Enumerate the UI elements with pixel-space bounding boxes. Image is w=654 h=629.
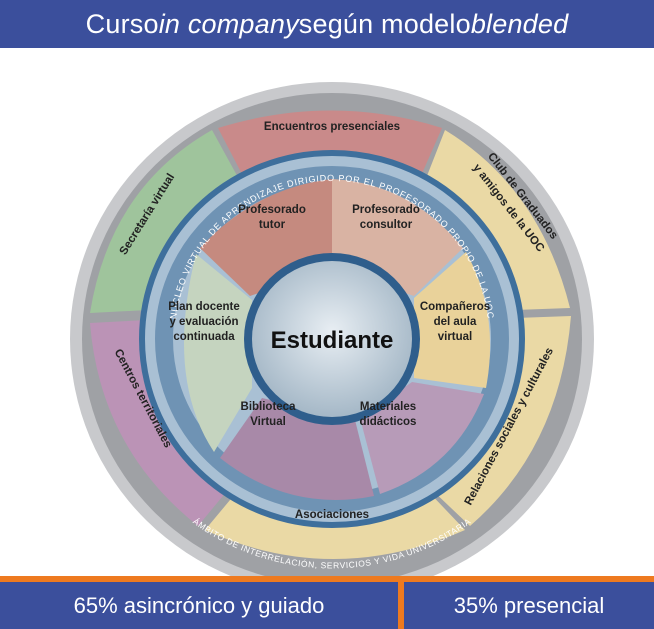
center-circle bbox=[252, 261, 412, 417]
outer-segment-secretaria bbox=[90, 130, 240, 313]
in-person-share-label: 35% presencial bbox=[404, 582, 654, 629]
title-part-4: blended bbox=[470, 8, 569, 39]
center-label: Estudiante bbox=[271, 327, 394, 354]
segment-biblioteca-line2: Virtual bbox=[250, 416, 286, 428]
segment-companeros-line2: del aula bbox=[434, 316, 477, 328]
student-model-diagram: Estudiante NÚCLEO VIRTUAL DE APRENDIZAJE… bbox=[0, 48, 654, 596]
segment-plan-line1: Plan docente bbox=[168, 301, 240, 313]
inner-segment-plan bbox=[183, 254, 252, 452]
segment-consultor-line2: consultor bbox=[360, 219, 413, 231]
outer-label-asociaciones: Asociaciones bbox=[295, 509, 369, 521]
title-part-1: Curso bbox=[85, 8, 159, 39]
title-part-3: según modelo bbox=[298, 8, 471, 39]
outer-segment-club bbox=[425, 130, 570, 310]
segment-companeros-line3: virtual bbox=[438, 331, 473, 343]
segment-tutor-line1: Profesorado bbox=[238, 204, 306, 216]
segment-plan-line3: continuada bbox=[173, 331, 235, 343]
inner-segment-materiales bbox=[360, 382, 484, 494]
segment-consultor-line1: Profesorado bbox=[352, 204, 420, 216]
footer-stripe bbox=[0, 576, 654, 582]
inner-segment-companeros bbox=[414, 252, 491, 388]
outer-label-encuentros: Encuentros presenciales bbox=[264, 121, 400, 133]
segment-companeros-line1: Compañeros bbox=[420, 301, 490, 313]
title-part-2: in company bbox=[158, 8, 299, 39]
segment-materiales-line1: Materiales bbox=[360, 401, 416, 413]
inner-ring-band bbox=[155, 166, 509, 512]
footer-separator bbox=[398, 582, 404, 629]
asynchronous-share-label: 65% asincrónico y guiado bbox=[0, 582, 398, 629]
segment-tutor-line2: tutor bbox=[259, 219, 286, 231]
segment-plan-line2: y evaluación bbox=[169, 316, 238, 328]
title-bar: Curso in company según modelo blended bbox=[0, 0, 654, 48]
segment-biblioteca-line1: Biblioteca bbox=[241, 401, 297, 413]
segment-materiales-line2: didácticos bbox=[360, 416, 417, 428]
